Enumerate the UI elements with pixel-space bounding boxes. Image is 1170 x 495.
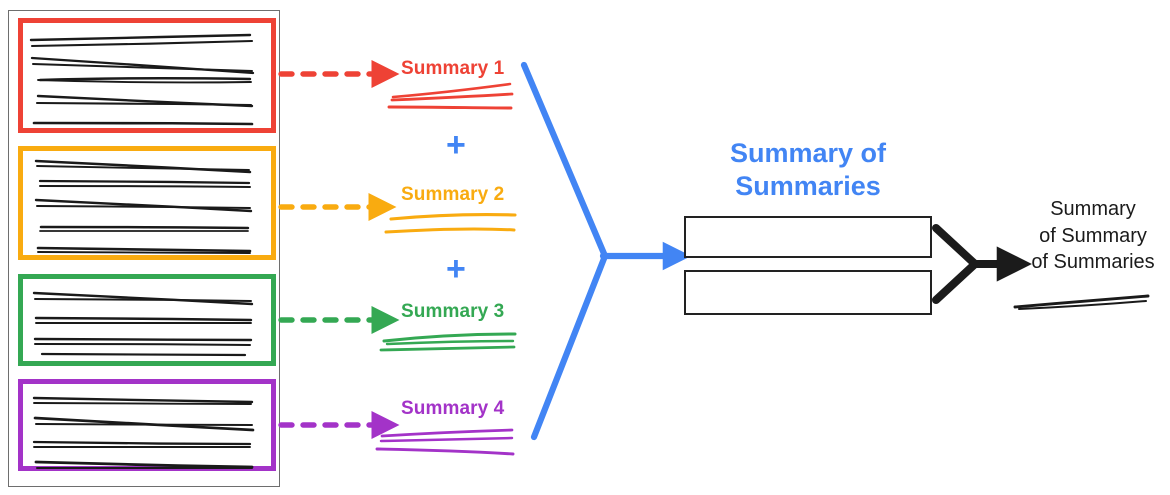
plus-operator-2: + [446,250,466,288]
summary-of-summaries-title: Summary of Summaries [684,137,932,203]
final-title-line-3: of Summaries [1031,251,1155,274]
summary-label-4[interactable]: Summary 4 [401,398,505,419]
summary-label-3[interactable]: Summary 3 [401,301,505,322]
final-title-line-1: Summary [1050,198,1136,220]
sos-title-line-1: Summary of [729,138,887,168]
merge-arrow-sos-to-final[interactable] [932,224,1032,304]
sos-box-1[interactable] [684,216,932,258]
summary-label-2[interactable]: Summary 2 [401,184,505,205]
summary-3-lines [379,332,517,352]
final-title-line-2: of Summary [1039,224,1147,247]
plus-operator-1: + [446,126,466,164]
sos-title-line-2: Summaries [735,170,881,201]
final-output-title: Summary of Summary of Summaries [1018,196,1168,276]
merge-arrow-summaries-to-sos[interactable] [520,61,692,441]
sos-box-2[interactable] [684,270,932,315]
final-output-line [1013,294,1150,310]
summary-1-lines [387,82,514,110]
cluster-box-1[interactable] [18,18,276,133]
cluster-4-text-lines [32,396,255,470]
cluster-1-text-lines [29,33,255,126]
summary-4-lines [375,428,515,456]
cluster-3-text-lines [32,291,254,357]
cluster-box-3[interactable] [18,274,276,366]
summary-label-1[interactable]: Summary 1 [401,58,505,79]
summary-2-lines [384,213,517,234]
cluster-2-text-lines [34,159,253,254]
cluster-box-2[interactable] [18,146,276,260]
